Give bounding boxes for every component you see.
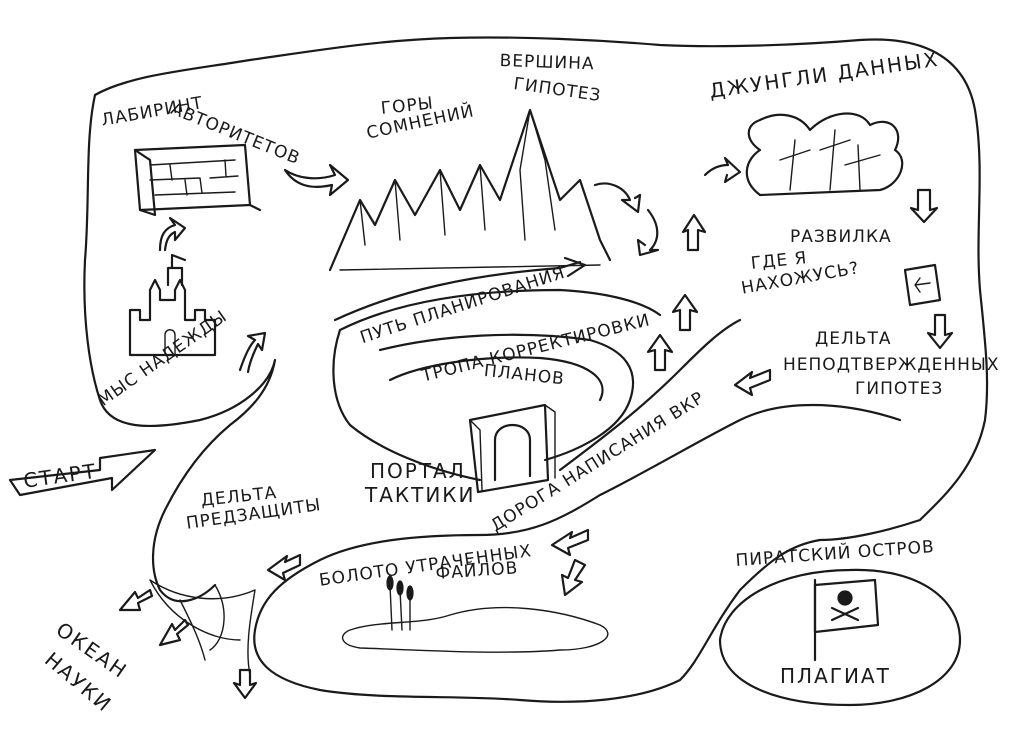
swamp-icon [341, 575, 609, 653]
portal-icon [468, 403, 556, 494]
ocean-delta-lines [149, 579, 256, 676]
portal-label-line2: тактики [365, 483, 476, 507]
peak-label-line1: Вершина [499, 51, 595, 75]
plagiarism-label: Плагиат [780, 664, 891, 688]
delta-unconfirmed-line3: гипотез [855, 379, 944, 399]
route-arrows [118, 156, 954, 700]
portal-label-line1: Портал [370, 459, 466, 483]
inner-highland [332, 288, 662, 482]
signpost-icon [903, 263, 942, 307]
jungle-icon [745, 112, 904, 197]
castle-icon [128, 253, 217, 357]
fork-label: Развилка [790, 227, 892, 247]
road-path [558, 318, 742, 472]
pirate-island-icon [718, 568, 962, 707]
labyrinth-icon [133, 143, 262, 217]
start-arrow [8, 448, 157, 497]
west-coast [83, 93, 277, 603]
delta-unconfirmed-line1: Дельта [815, 329, 892, 349]
delta-unconfirmed-line2: неподтвержденных [783, 355, 1000, 375]
mountains-icon [328, 108, 612, 272]
continent-outline [93, 36, 989, 703]
